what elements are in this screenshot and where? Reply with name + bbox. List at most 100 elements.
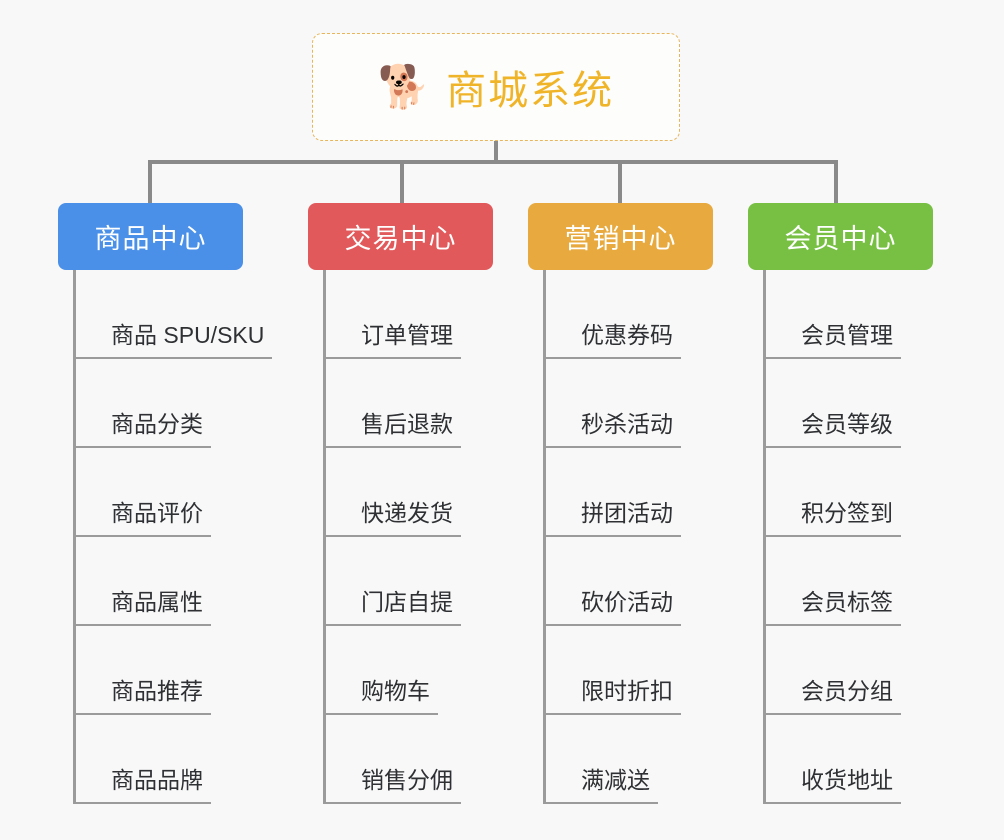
leaf-connector-stub <box>73 535 103 537</box>
leaf-item[interactable]: 砍价活动 <box>528 537 713 626</box>
leaf-item-label: 收货地址 <box>793 761 901 804</box>
leaf-item-label: 门店自提 <box>353 583 461 626</box>
connector-bus-bar <box>148 160 836 164</box>
leaf-item[interactable]: 秒杀活动 <box>528 359 713 448</box>
leaf-connector-stub <box>763 624 793 626</box>
leaf-list-product-center: 商品 SPU/SKU 商品分类商品评价商品属性商品推荐商品品牌 <box>58 270 273 804</box>
leaf-connector-stub <box>73 624 103 626</box>
leaf-item[interactable]: 满减送 <box>528 715 713 804</box>
category-column-product-center: 商品中心商品 SPU/SKU 商品分类商品评价商品属性商品推荐商品品牌 <box>58 203 273 804</box>
root-title: 商城系统 <box>446 69 615 113</box>
leaf-item[interactable]: 会员标签 <box>748 537 933 626</box>
leaf-item-label: 会员标签 <box>793 583 901 626</box>
drop-line-product-center <box>148 160 152 205</box>
leaf-item-label: 砍价活动 <box>573 583 681 626</box>
leaf-item[interactable]: 优惠券码 <box>528 270 713 359</box>
leaf-connector-stub <box>543 357 573 359</box>
leaf-item-label: 满减送 <box>573 761 658 804</box>
category-header-label: 商品中心 <box>94 224 207 254</box>
leaf-connector-stub <box>323 535 353 537</box>
category-header-member-center[interactable]: 会员中心 <box>748 203 933 270</box>
leaf-connector-stub <box>323 802 353 804</box>
leaf-connector-stub <box>323 713 353 715</box>
leaf-list-trade-center: 订单管理售后退款快递发货门店自提购物车销售分佣 <box>308 270 493 804</box>
leaf-connector-stub <box>73 802 103 804</box>
drop-line-marketing-center <box>618 160 622 205</box>
leaf-connector-stub <box>543 446 573 448</box>
leaf-item-label: 购物车 <box>353 672 438 715</box>
category-header-trade-center[interactable]: 交易中心 <box>308 203 493 270</box>
leaf-item[interactable]: 拼团活动 <box>528 448 713 537</box>
category-column-trade-center: 交易中心订单管理售后退款快递发货门店自提购物车销售分佣 <box>308 203 493 804</box>
leaf-item[interactable]: 会员管理 <box>748 270 933 359</box>
leaf-item[interactable]: 积分签到 <box>748 448 933 537</box>
category-column-marketing-center: 营销中心优惠券码秒杀活动拼团活动砍价活动限时折扣满减送 <box>528 203 713 804</box>
leaf-connector-stub <box>323 624 353 626</box>
leaf-connector-stub <box>763 802 793 804</box>
leaf-item[interactable]: 购物车 <box>308 626 493 715</box>
leaf-item-label: 会员分组 <box>793 672 901 715</box>
category-header-label: 交易中心 <box>344 224 457 254</box>
leaf-list-member-center: 会员管理会员等级积分签到会员标签会员分组收货地址 <box>748 270 933 804</box>
root-node[interactable]: 🐕 商城系统 <box>312 33 680 141</box>
category-column-member-center: 会员中心会员管理会员等级积分签到会员标签会员分组收货地址 <box>748 203 933 804</box>
leaf-item-label: 积分签到 <box>793 494 901 537</box>
category-header-label: 营销中心 <box>564 224 677 254</box>
leaf-item-label: 商品属性 <box>103 583 211 626</box>
leaf-connector-stub <box>763 713 793 715</box>
leaf-item-label: 订单管理 <box>353 316 461 359</box>
leaf-spine-trade-center <box>323 270 326 804</box>
leaf-item-label: 商品评价 <box>103 494 211 537</box>
leaf-connector-stub <box>763 535 793 537</box>
leaf-connector-stub <box>543 713 573 715</box>
root-trunk-line <box>494 141 498 162</box>
leaf-connector-stub <box>73 713 103 715</box>
leaf-item[interactable]: 商品分类 <box>58 359 272 448</box>
leaf-item-label: 售后退款 <box>353 405 461 448</box>
leaf-connector-stub <box>543 624 573 626</box>
leaf-spine-marketing-center <box>543 270 546 804</box>
leaf-item[interactable]: 快递发货 <box>308 448 493 537</box>
leaf-item-label: 会员管理 <box>793 316 901 359</box>
leaf-item-label: 商品分类 <box>103 405 211 448</box>
leaf-item[interactable]: 商品 SPU/SKU <box>58 270 273 359</box>
drop-line-trade-center <box>400 160 404 205</box>
leaf-connector-stub <box>543 535 573 537</box>
leaf-list-marketing-center: 优惠券码秒杀活动拼团活动砍价活动限时折扣满减送 <box>528 270 713 804</box>
leaf-item-label: 拼团活动 <box>573 494 681 537</box>
leaf-item-label: 优惠券码 <box>573 316 681 359</box>
leaf-item-label: 秒杀活动 <box>573 405 681 448</box>
leaf-item-label: 商品 SPU/SKU <box>103 316 273 359</box>
leaf-item[interactable]: 售后退款 <box>308 359 493 448</box>
leaf-connector-stub <box>323 446 353 448</box>
leaf-item-label: 商品品牌 <box>103 761 211 804</box>
leaf-item-label: 会员等级 <box>793 405 901 448</box>
leaf-item-label: 限时折扣 <box>573 672 681 715</box>
shiba-dog-face-icon: 🐕 <box>377 63 431 110</box>
leaf-item[interactable]: 商品品牌 <box>58 715 272 804</box>
leaf-spine-member-center <box>763 270 766 804</box>
leaf-item[interactable]: 销售分佣 <box>308 715 493 804</box>
leaf-spine-product-center <box>73 270 76 804</box>
category-header-marketing-center[interactable]: 营销中心 <box>528 203 713 270</box>
leaf-item[interactable]: 会员等级 <box>748 359 933 448</box>
category-header-label: 会员中心 <box>784 224 897 254</box>
leaf-item[interactable]: 收货地址 <box>748 715 933 804</box>
leaf-item[interactable]: 会员分组 <box>748 626 933 715</box>
leaf-item[interactable]: 限时折扣 <box>528 626 713 715</box>
leaf-connector-stub <box>73 446 103 448</box>
leaf-item[interactable]: 商品推荐 <box>58 626 272 715</box>
leaf-item[interactable]: 商品属性 <box>58 537 272 626</box>
drop-line-member-center <box>834 160 838 205</box>
leaf-item-label: 商品推荐 <box>103 672 211 715</box>
leaf-connector-stub <box>763 357 793 359</box>
leaf-connector-stub <box>73 357 103 359</box>
leaf-item-label: 销售分佣 <box>353 761 461 804</box>
leaf-connector-stub <box>543 802 573 804</box>
leaf-item[interactable]: 商品评价 <box>58 448 272 537</box>
category-header-product-center[interactable]: 商品中心 <box>58 203 243 270</box>
leaf-item[interactable]: 门店自提 <box>308 537 493 626</box>
leaf-item[interactable]: 订单管理 <box>308 270 493 359</box>
leaf-connector-stub <box>763 446 793 448</box>
